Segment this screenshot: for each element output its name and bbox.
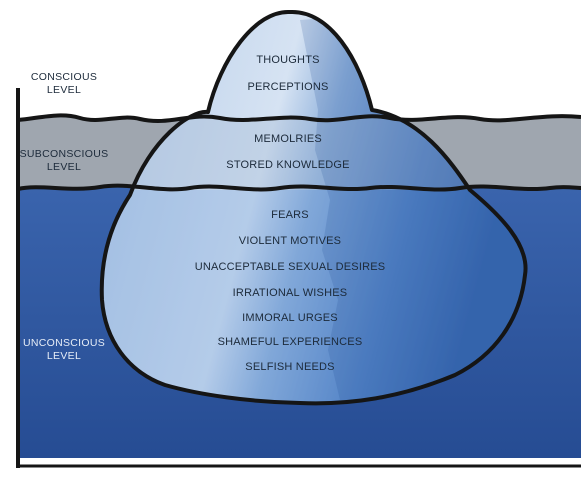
- middle-item-memories: MEMOLRIES: [254, 133, 322, 145]
- base-item-irrational-wishes: IRRATIONAL WISHES: [233, 287, 348, 299]
- surface-line: [17, 113, 581, 124]
- subconscious-label-1: SUBCONSCIOUS: [20, 148, 109, 160]
- middle-item-stored-knowledge: STORED KNOWLEDGE: [226, 159, 349, 171]
- tip-item-thoughts: THOUGHTS: [256, 54, 319, 66]
- unconscious-label-1: UNCONSCIOUS: [23, 337, 105, 349]
- base-item-sexual-desires: UNACCEPTABLE SEXUAL DESIRES: [195, 261, 386, 273]
- base-item-violent-motives: VIOLENT MOTIVES: [239, 235, 341, 247]
- base-item-shameful-experiences: SHAMEFUL EXPERIENCES: [218, 336, 363, 348]
- base-item-selfish-needs: SELFISH NEEDS: [245, 361, 334, 373]
- unconscious-label-2: LEVEL: [47, 350, 81, 362]
- tip-item-perceptions: PERCEPTIONS: [247, 81, 328, 93]
- subconscious-label-2: LEVEL: [47, 161, 81, 173]
- conscious-label-2: LEVEL: [47, 84, 81, 96]
- base-item-fears: FEARS: [271, 209, 309, 221]
- base-item-immoral-urges: IMMORAL URGES: [242, 312, 338, 324]
- conscious-label-1: CONSCIOUS: [31, 71, 97, 83]
- subconscious-line: [17, 183, 581, 192]
